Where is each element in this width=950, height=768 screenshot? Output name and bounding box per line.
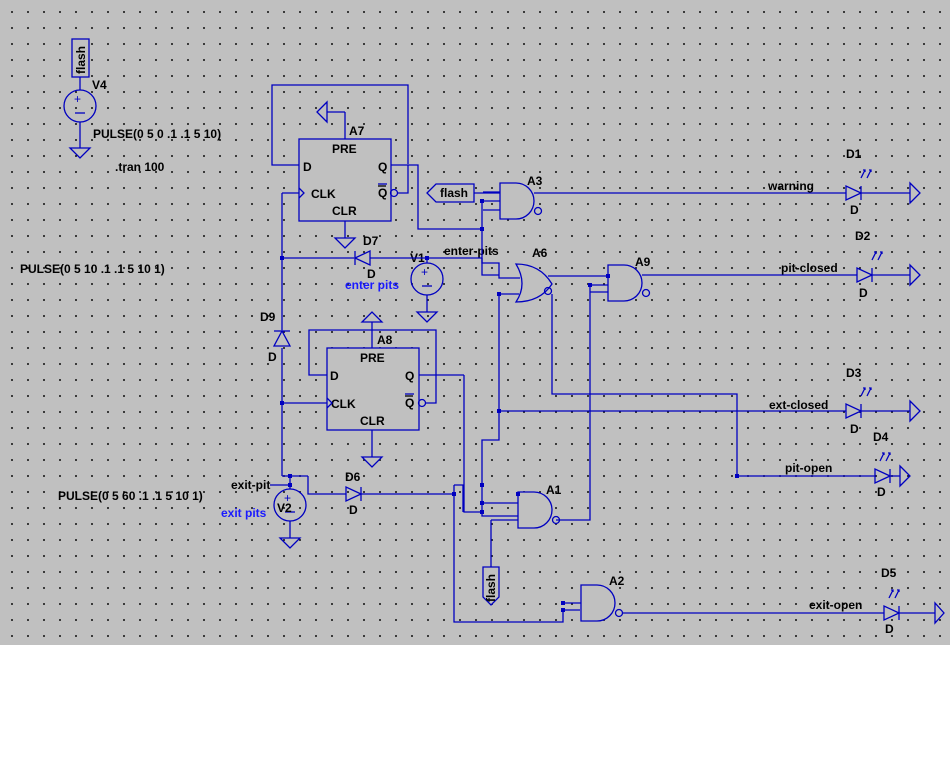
- schematic-svg: flash + V4 PULSE(0 5 0 .1 .1 5 10) .tran…: [20, 38, 945, 636]
- a7-q: Q: [378, 160, 387, 174]
- v1-value: PULSE(0 5 10 .1 .1 5 10 1): [20, 262, 165, 276]
- net-label-enter-pits: enter-pits: [444, 244, 499, 258]
- svg-text:+: +: [74, 92, 81, 106]
- d5-model: D: [885, 622, 894, 636]
- gate-a9[interactable]: A9: [590, 255, 651, 302]
- flash-a3-text: flash: [440, 186, 468, 200]
- net-pit-closed: pit-closed: [781, 261, 838, 275]
- gate-a1[interactable]: A1: [482, 483, 562, 529]
- svg-text:+: +: [421, 265, 428, 279]
- a7-clk: CLK: [311, 187, 336, 201]
- a8-clk: CLK: [331, 397, 356, 411]
- d9-model: D: [268, 350, 277, 364]
- led-d1[interactable]: D1 D warning: [767, 147, 921, 217]
- d4-model: D: [877, 485, 886, 499]
- a8-qbar: Q: [405, 396, 414, 410]
- a7-clr: CLR: [332, 204, 357, 218]
- net-exit-open: exit-open: [809, 598, 862, 612]
- svg-text:+: +: [284, 491, 291, 505]
- ground-icon: [934, 601, 945, 625]
- a1-name: A1: [546, 483, 562, 497]
- d7-name: D7: [363, 234, 379, 248]
- net-pit-open: pit-open: [785, 461, 832, 475]
- d4-name: D4: [873, 430, 889, 444]
- net-label-exit-pit: exit-pit: [231, 478, 270, 492]
- schematic-canvas[interactable]: flash + V4 PULSE(0 5 0 .1 .1 5 10) .tran…: [0, 0, 950, 645]
- ground-icon: [909, 263, 921, 287]
- flipflop-a8[interactable]: PRE CLR D CLK Q Q A8: [326, 311, 427, 468]
- a7-pre: PRE: [332, 142, 357, 156]
- led-d4[interactable]: D4 D pit-open: [785, 430, 911, 499]
- led-d2[interactable]: D2 D pit-closed: [781, 229, 921, 300]
- d9-name: D9: [260, 310, 276, 324]
- diode-icon: [353, 249, 371, 267]
- net-label-flash-text: flash: [74, 46, 88, 74]
- ground-icon: [899, 464, 911, 488]
- a3-name: A3: [527, 174, 543, 188]
- v4-name: V4: [92, 78, 107, 92]
- a8-d: D: [330, 369, 339, 383]
- v2-name: V2: [277, 501, 292, 515]
- d1-name: D1: [846, 147, 862, 161]
- led-icon: [883, 604, 901, 622]
- ground-icon: [68, 147, 92, 159]
- v2-value: PULSE(0 5 60 .1 .1 5 10 1): [58, 489, 203, 503]
- v4-value: PULSE(0 5 0 .1 .1 5 10): [93, 127, 221, 141]
- a7-qbar: Q: [378, 186, 387, 200]
- d2-name: D2: [855, 229, 871, 243]
- led-icon: [874, 467, 892, 485]
- a6-name: A6: [532, 246, 548, 260]
- net-ext-closed: ext-closed: [769, 398, 828, 412]
- a8-pre: PRE: [360, 351, 385, 365]
- ground-icon: [278, 537, 302, 549]
- a8-q: Q: [405, 369, 414, 383]
- flash-a1-text: flash: [484, 574, 498, 602]
- ground-icon: [909, 399, 921, 423]
- voltage-source-v4[interactable]: flash + V4 PULSE(0 5 0 .1 .1 5 10): [63, 38, 221, 159]
- d6-name: D6: [345, 470, 361, 484]
- net-label-flash-a1[interactable]: flash: [482, 566, 500, 606]
- led-d3[interactable]: D3 D ext-closed: [769, 366, 921, 436]
- a9-name: A9: [635, 255, 651, 269]
- net-label-flash-a3[interactable]: flash: [426, 183, 475, 203]
- ground-icon: [333, 237, 357, 249]
- led-icon: [856, 266, 874, 284]
- d6-model: D: [349, 503, 358, 517]
- a7-d: D: [303, 160, 312, 174]
- gate-a2[interactable]: A2: [563, 574, 625, 622]
- diode-d9[interactable]: D9 D: [260, 310, 292, 364]
- flipflop-a7[interactable]: PRE CLR D CLK Q Q A7: [298, 100, 399, 249]
- voltage-source-v2[interactable]: + V2 exit pits: [221, 488, 307, 549]
- led-d5[interactable]: D5 D exit-open: [809, 566, 945, 636]
- a7-name: A7: [349, 124, 365, 138]
- diode-icon: [345, 485, 363, 503]
- gate-a3[interactable]: A3: [483, 174, 543, 220]
- led-icon: [845, 402, 863, 420]
- d7-model: D: [367, 267, 376, 281]
- d3-model: D: [850, 422, 859, 436]
- d2-model: D: [859, 286, 868, 300]
- a2-name: A2: [609, 574, 625, 588]
- net-warning: warning: [767, 179, 814, 193]
- voltage-source-v1[interactable]: + V1 enter pits: [345, 251, 444, 323]
- gate-a6[interactable]: A6: [514, 246, 553, 303]
- d1-model: D: [850, 203, 859, 217]
- led-icon: [845, 184, 863, 202]
- ground-icon: [415, 311, 439, 323]
- diode-icon: [272, 329, 292, 347]
- d3-name: D3: [846, 366, 862, 380]
- ground-icon: [360, 456, 384, 468]
- tran-directive[interactable]: .tran 100: [115, 160, 165, 174]
- v2-label: exit pits: [221, 506, 267, 520]
- d5-name: D5: [881, 566, 897, 580]
- ground-icon: [909, 181, 921, 205]
- a8-clr: CLR: [360, 414, 385, 428]
- v1-label: enter pits: [345, 278, 399, 292]
- diode-d6[interactable]: D6 D: [345, 470, 363, 517]
- a8-name: A8: [377, 333, 393, 347]
